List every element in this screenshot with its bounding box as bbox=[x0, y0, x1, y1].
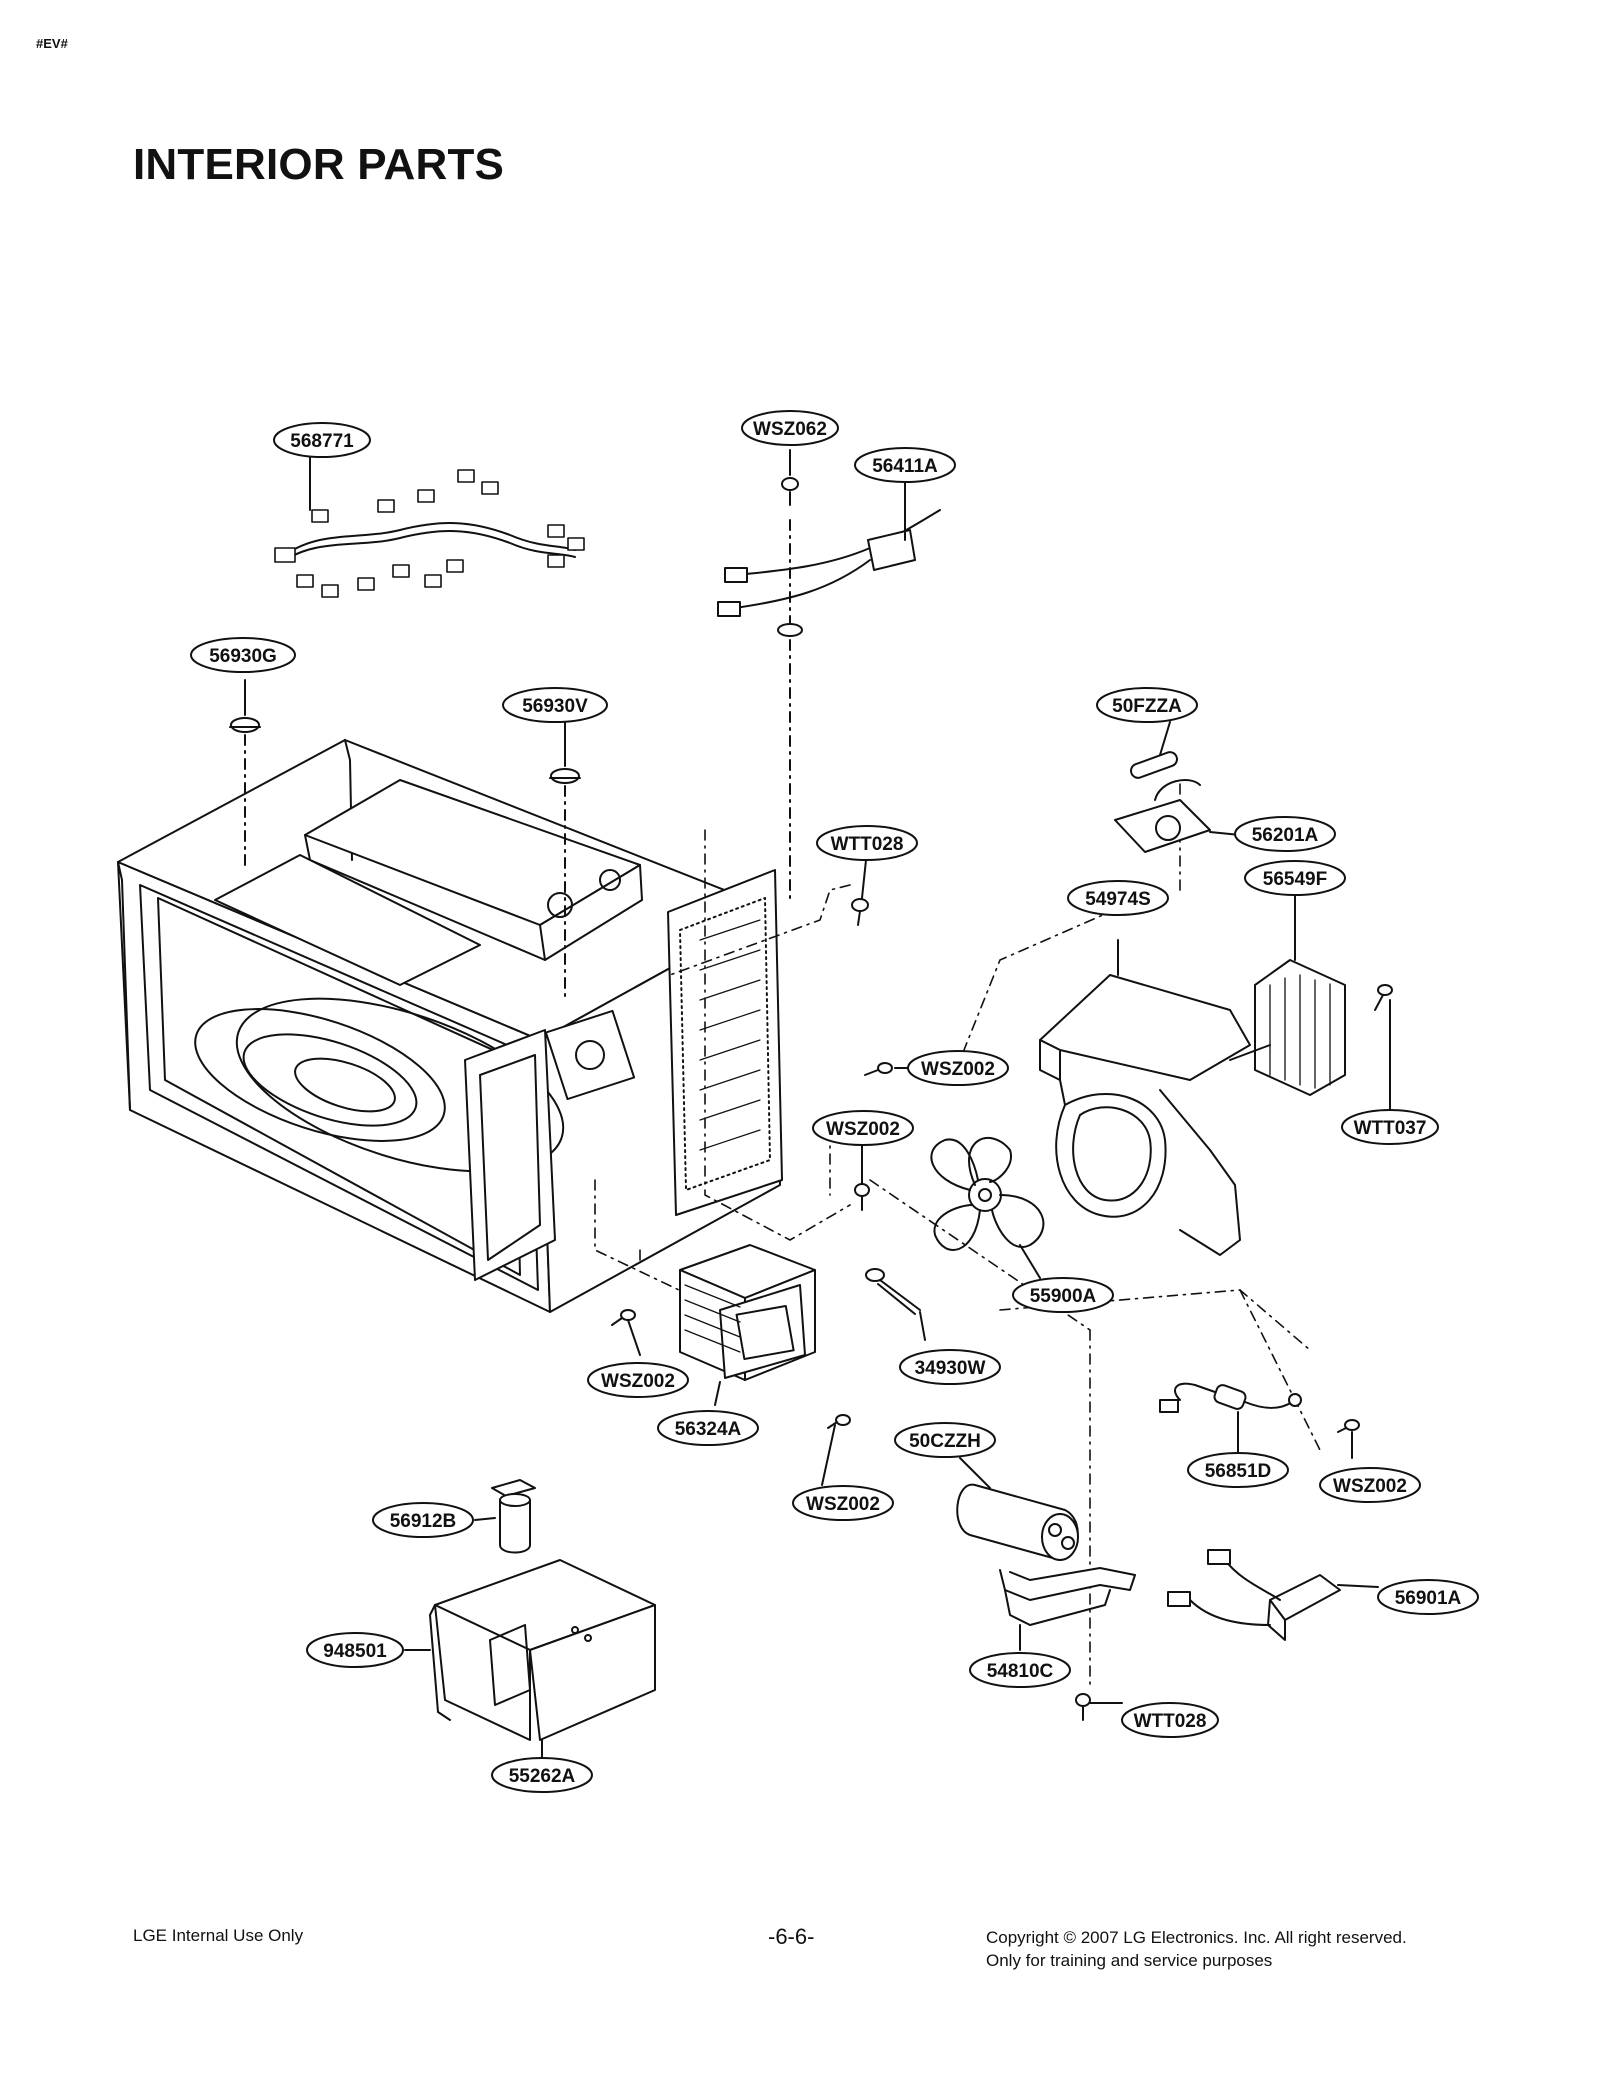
callout-56324A: 56324A bbox=[657, 1410, 759, 1446]
document-id: #EV# bbox=[36, 36, 68, 51]
part-callouts: 568771 WSZ062 56411A 56930G 56930V 50FZZ… bbox=[190, 410, 1479, 1793]
callout-WTT028-bottom: WTT028 bbox=[1121, 1702, 1219, 1738]
callout-WSZ002-duct: WSZ002 bbox=[907, 1050, 1009, 1086]
svg-text:54974S: 54974S bbox=[1085, 889, 1151, 910]
thermistor-harness bbox=[1159, 1382, 1302, 1453]
fan-blade bbox=[930, 1137, 1045, 1279]
callout-50CZZH: 50CZZH bbox=[894, 1422, 996, 1458]
callout-56930G: 56930G bbox=[190, 637, 296, 673]
callout-34930W: 34930W bbox=[899, 1349, 1001, 1385]
svg-text:54810C: 54810C bbox=[987, 1661, 1054, 1682]
svg-text:WSZ002: WSZ002 bbox=[806, 1494, 880, 1515]
svg-text:568771: 568771 bbox=[290, 431, 354, 452]
screw-WSZ002-magnetron-right bbox=[821, 1414, 851, 1486]
svg-text:WTT028: WTT028 bbox=[1134, 1711, 1207, 1732]
page-title: INTERIOR PARTS bbox=[133, 140, 505, 189]
callout-56411A: 56411A bbox=[854, 447, 956, 483]
oven-cavity bbox=[117, 739, 783, 1313]
svg-text:56930V: 56930V bbox=[522, 696, 588, 717]
wire-clip bbox=[865, 1268, 926, 1341]
svg-text:948501: 948501 bbox=[323, 1641, 387, 1662]
callout-WTT037: WTT037 bbox=[1341, 1109, 1439, 1145]
svg-text:WSZ002: WSZ002 bbox=[601, 1371, 675, 1392]
callout-WSZ002-magnetron-right: WSZ002 bbox=[792, 1485, 894, 1521]
callout-56549F: 56549F bbox=[1244, 860, 1346, 896]
svg-text:50CZZH: 50CZZH bbox=[909, 1431, 981, 1452]
fan-motor bbox=[1229, 894, 1346, 1096]
capacitor bbox=[956, 1457, 1079, 1561]
callout-54974S: 54974S bbox=[1067, 880, 1169, 916]
screw-and-wire-assembly bbox=[717, 449, 941, 901]
svg-text:56324A: 56324A bbox=[675, 1419, 742, 1440]
svg-text:WSZ002: WSZ002 bbox=[826, 1119, 900, 1140]
svg-text:55262A: 55262A bbox=[509, 1766, 576, 1787]
fuse-and-holder bbox=[1114, 721, 1241, 853]
callout-WSZ062: WSZ062 bbox=[741, 410, 839, 446]
svg-text:WTT037: WTT037 bbox=[1354, 1118, 1427, 1139]
switch-assembly bbox=[1167, 1549, 1379, 1641]
svg-text:56912B: 56912B bbox=[390, 1511, 457, 1532]
callout-WSZ002-magnetron-left: WSZ002 bbox=[587, 1362, 689, 1398]
svg-text:WSZ062: WSZ062 bbox=[753, 419, 827, 440]
svg-text:50FZZA: 50FZZA bbox=[1112, 696, 1182, 717]
screw-WSZ002-right bbox=[1337, 1419, 1360, 1459]
lamp-socket bbox=[474, 1479, 536, 1554]
svg-text:56201A: 56201A bbox=[1252, 825, 1319, 846]
callout-50FZZA: 50FZZA bbox=[1096, 687, 1198, 723]
callout-WSZ002-middle: WSZ002 bbox=[812, 1110, 914, 1146]
copyright-text: Copyright © 2007 LG Electronics. Inc. Al… bbox=[986, 1928, 1407, 1947]
screw-WSZ002-duct bbox=[864, 1062, 911, 1076]
svg-text:56411A: 56411A bbox=[872, 456, 938, 477]
svg-text:WSZ002: WSZ002 bbox=[921, 1059, 995, 1080]
capacitor-bracket bbox=[999, 1567, 1136, 1651]
svg-text:56851D: 56851D bbox=[1205, 1461, 1272, 1482]
footer-internal-use: LGE Internal Use Only bbox=[133, 1926, 304, 1945]
svg-text:WTT028: WTT028 bbox=[831, 834, 904, 855]
wire-harness bbox=[274, 439, 585, 598]
thermostat-56930V bbox=[549, 721, 581, 1001]
callout-56201A: 56201A bbox=[1234, 816, 1336, 852]
callout-56930V: 56930V bbox=[502, 687, 608, 723]
fan-duct bbox=[1039, 939, 1251, 1256]
callout-WSZ002-right: WSZ002 bbox=[1319, 1467, 1421, 1503]
screw-WTT037 bbox=[1374, 984, 1393, 1111]
callout-568771: 568771 bbox=[273, 422, 371, 458]
callout-55900A: 55900A bbox=[1012, 1277, 1114, 1313]
screw-WTT028-bottom bbox=[1075, 1693, 1123, 1721]
callout-55262A: 55262A bbox=[491, 1757, 593, 1793]
air-guide-duct bbox=[404, 1559, 656, 1761]
svg-text:56549F: 56549F bbox=[1263, 869, 1327, 890]
callout-WTT028-top: WTT028 bbox=[816, 825, 918, 861]
screw-WSZ002-magnetron-left bbox=[611, 1309, 641, 1356]
thermostat-56930G bbox=[229, 679, 261, 871]
callout-56851D: 56851D bbox=[1187, 1452, 1289, 1488]
svg-text:34930W: 34930W bbox=[915, 1358, 986, 1379]
page-number: -6-6- bbox=[768, 1924, 815, 1949]
callout-56912B: 56912B bbox=[372, 1502, 474, 1538]
svg-text:56901A: 56901A bbox=[1395, 1588, 1462, 1609]
footer-copyright-block: Copyright © 2007 LG Electronics. Inc. Al… bbox=[986, 1926, 1407, 1972]
callout-54810C: 54810C bbox=[969, 1652, 1071, 1688]
training-note: Only for training and service purposes bbox=[986, 1951, 1273, 1970]
svg-text:56930G: 56930G bbox=[209, 646, 277, 667]
screw-WTT028-top bbox=[851, 859, 869, 926]
svg-text:WSZ002: WSZ002 bbox=[1333, 1476, 1407, 1497]
callout-948501: 948501 bbox=[306, 1632, 404, 1668]
screw-WSZ002-middle bbox=[854, 1144, 870, 1211]
svg-text:55900A: 55900A bbox=[1030, 1286, 1097, 1307]
callout-56901A: 56901A bbox=[1377, 1579, 1479, 1615]
magnetron bbox=[679, 1244, 816, 1406]
